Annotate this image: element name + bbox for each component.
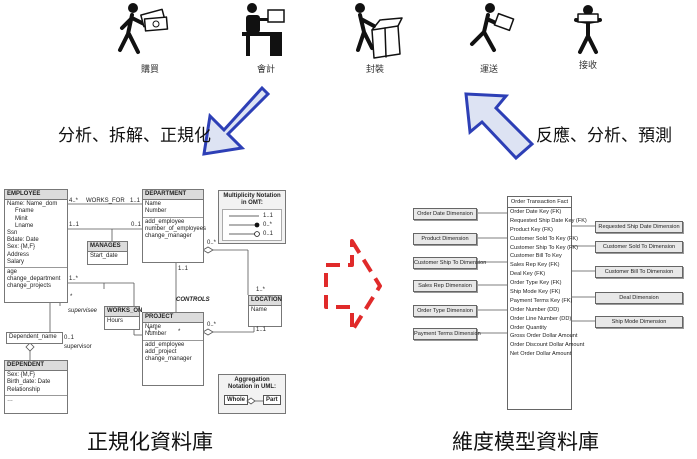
- dimension-payment-terms: Payment Terms Dimension: [413, 328, 481, 340]
- mult-loc-dept: 1..*: [256, 287, 266, 293]
- fact-row: Order Date Key (FK): [510, 209, 562, 215]
- mult-sup-01: 0..1: [64, 335, 75, 341]
- supervisor-label: supervisor: [64, 344, 92, 350]
- step-label-2: 會計: [256, 65, 275, 75]
- dimension-sales-rep: Sales Rep Dimension: [413, 280, 477, 292]
- fact-row: Order Line Number (DD): [510, 315, 572, 322]
- dimension-deal: Deal Dimension: [595, 292, 683, 304]
- fact-row: Customer Bill To Key: [510, 253, 562, 260]
- receiver-icon: [574, 5, 602, 54]
- fact-row: Gross Order Dollar Amount: [510, 333, 578, 340]
- step-label-5: 接收: [578, 61, 597, 71]
- fact-row: Sales Rep Key (FK): [510, 262, 560, 269]
- fact-rows: Order Date Key (FK) Requested Ship Date …: [508, 208, 587, 359]
- controls-label: CONTROLS: [176, 297, 210, 303]
- fact-row: Ship Mode Key (FK): [510, 289, 561, 296]
- fact-row: Product Key (FK): [510, 226, 553, 233]
- dependent-class: DEPENDENT Sex: {M,F} Birth_date: Date Re…: [4, 360, 68, 414]
- mult-loc-proj: 1..1: [256, 327, 267, 333]
- step-label-4: 運送: [479, 65, 498, 75]
- project-class: PROJECT Name Number add_employee add_pro…: [142, 312, 204, 386]
- works-on-class: WORKS_ON Hours: [104, 306, 142, 330]
- supervisee-label: supervisee: [68, 308, 98, 314]
- mult-emp-works-on: 1..*: [69, 276, 79, 282]
- step-label-1: 購買: [140, 65, 159, 75]
- fact-row: Deal Key (FK): [510, 271, 546, 278]
- dimension-customer-bill-to: Customer Bill To Dimension: [595, 266, 683, 278]
- mult-proj-loc: 0..*: [207, 322, 217, 328]
- dimension-order-date: Order Date Dimension: [413, 208, 477, 220]
- multiplicity-note: Multiplicity Notation in OMT: 1..1 0..* …: [218, 190, 286, 244]
- fact-row: Net Order Dollar Amount: [510, 351, 572, 358]
- order-transaction-fact-table: Order Transaction Fact Order Date Key (F…: [507, 196, 587, 410]
- aggregation-diamond-icon: [246, 397, 264, 405]
- left-title: 正規化資料庫: [87, 430, 213, 454]
- mult-sup-star: *: [70, 294, 73, 300]
- multiplicity-symbols: [229, 215, 260, 237]
- aggregation-note: Aggregation Notation in UML: Whole Part: [218, 374, 286, 414]
- fact-row: Order Number (DD): [510, 306, 560, 313]
- fact-row: Order Quantity: [510, 324, 547, 331]
- whole-box: Whole: [224, 395, 248, 405]
- fact-row: Customer Sold To Key (FK): [510, 235, 578, 242]
- mult-proj-controls: *: [178, 329, 181, 335]
- manages-class: MANAGES Start_date: [87, 241, 128, 265]
- accountant-at-desk-icon: [242, 3, 285, 56]
- buyer-with-money-icon: [118, 3, 169, 54]
- right-caption: 反應、分析、預測: [536, 126, 672, 146]
- mult-dept-controls: 1..1: [178, 266, 189, 272]
- transform-arrow-icon: [324, 239, 382, 333]
- right-title: 維度模型資料庫: [452, 430, 599, 454]
- fact-row: Order Type Key (FK): [510, 280, 562, 287]
- fact-title: Order Transaction Fact: [508, 197, 571, 208]
- fact-row: Requested Ship Date Key (FK): [510, 217, 587, 224]
- part-box: Part: [263, 395, 281, 405]
- up-left-arrow-icon: [464, 92, 535, 161]
- mult-dept-loc: 0..*: [207, 240, 217, 246]
- dimension-ship-mode: Ship Mode Dimension: [595, 316, 683, 328]
- fact-row: Order Discount Dollar Amount: [510, 342, 585, 349]
- dimension-customer-ship-to: Customer Ship To Dimension: [413, 257, 486, 269]
- step-label-3: 封裝: [365, 65, 384, 75]
- packer-with-box-icon: [355, 3, 403, 59]
- dimension-order-type: Order Type Dimension: [413, 305, 477, 317]
- mult-manages-left: 1..1: [69, 222, 80, 228]
- dimension-requested-ship-date: Requested Ship Date Dimension: [595, 221, 683, 233]
- employee-class: EMPLOYEE Name: Name_dom Fname Minit Lnam…: [4, 189, 68, 303]
- mult-works-for-right: 1..1: [130, 198, 141, 204]
- left-caption: 分析、拆解、正規化: [58, 126, 211, 146]
- mult-manages-right: 0..1: [131, 222, 142, 228]
- dimension-product: Product Dimension: [413, 233, 477, 245]
- runner-with-package-icon: [470, 3, 515, 52]
- fact-row: Payment Terms Key (FK): [510, 297, 573, 304]
- fact-row: Customer Ship To Key (FK): [510, 244, 578, 251]
- works-for-label: WORKS_FOR: [86, 198, 125, 204]
- mult-works-for-left: 4..*: [69, 198, 79, 204]
- dependent-name-qualifier: Dependent_name: [6, 332, 63, 344]
- mult-proj-works-on: 1..*: [148, 328, 158, 334]
- location-class: LOCATION Name: [248, 295, 282, 327]
- down-left-arrow-icon: [202, 85, 271, 156]
- department-class: DEPARTMENT Name Number add_employee numb…: [142, 189, 206, 263]
- dimension-customer-sold-to: Customer Sold To Dimension: [595, 241, 683, 253]
